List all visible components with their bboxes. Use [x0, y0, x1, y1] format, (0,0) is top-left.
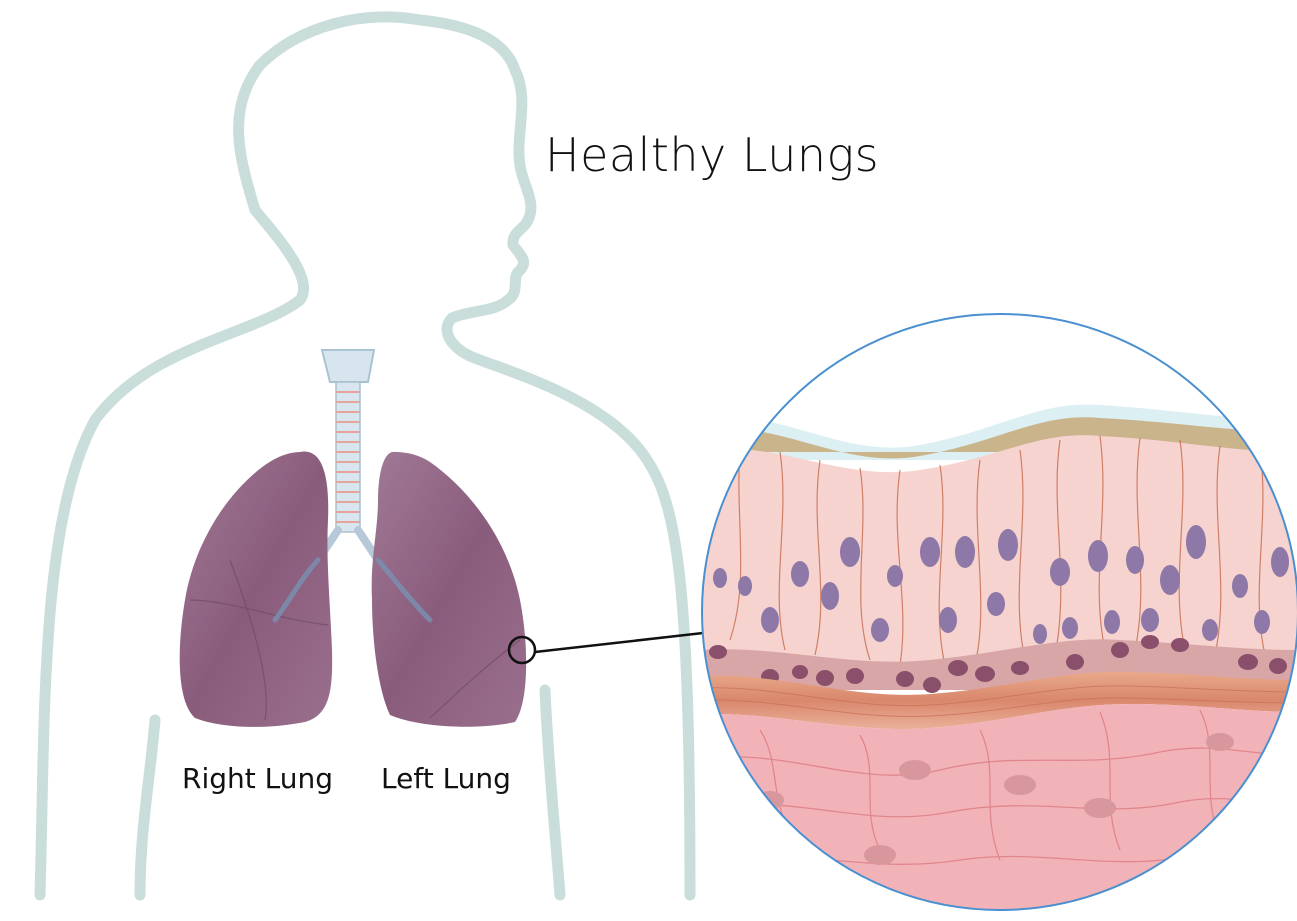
diagram-title: Healthy Lungs: [545, 128, 879, 182]
right-lung: [180, 452, 332, 727]
left-lung: [372, 452, 526, 727]
left-lung-label: Left Lung: [381, 762, 511, 795]
callout-connector: [535, 633, 703, 652]
right-lung-label: Right Lung: [182, 762, 333, 795]
right-arm-line: [140, 720, 155, 895]
left-arm-line: [545, 690, 560, 895]
